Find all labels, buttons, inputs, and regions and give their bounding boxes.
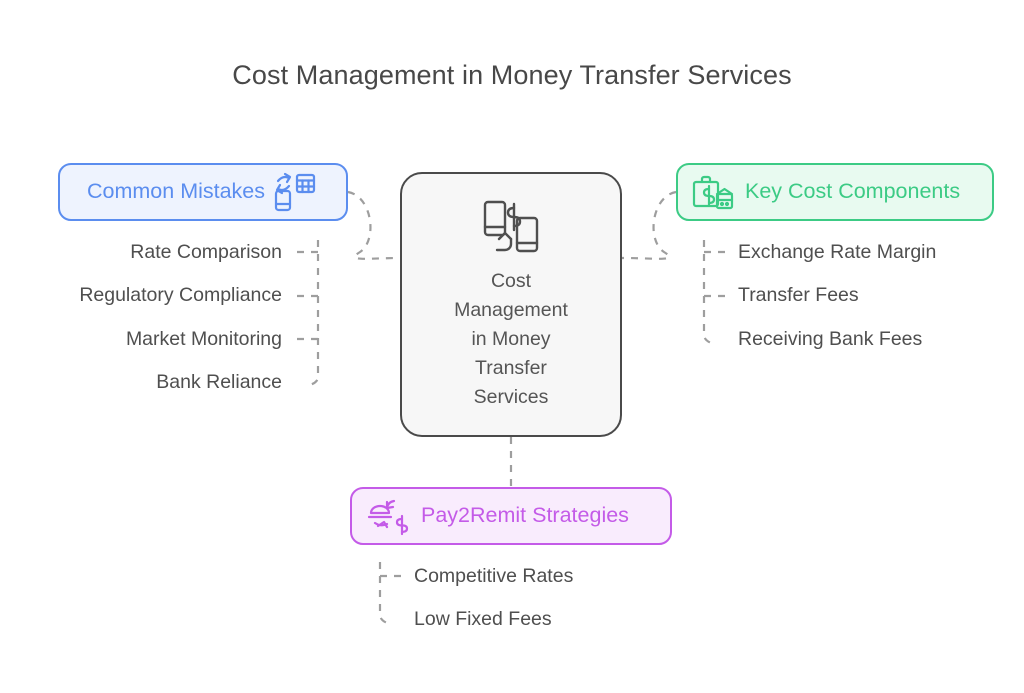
connector-center-to-common-mistakes bbox=[347, 190, 401, 260]
center-node[interactable]: Cost Management in Money Transfer Servic… bbox=[400, 172, 622, 437]
connector-center-to-key-cost-components bbox=[621, 190, 677, 260]
leaf-item-competitive-rates[interactable]: Competitive Rates bbox=[414, 565, 574, 587]
branch-node-pay2remit-strategies[interactable]: Pay2Remit Strategies bbox=[350, 487, 672, 545]
leaf-item-transfer-fees[interactable]: Transfer Fees bbox=[738, 284, 859, 306]
leaf-item-market-monitoring[interactable]: Market Monitoring bbox=[125, 328, 282, 350]
branch-label-pay2remit-strategies: Pay2Remit Strategies bbox=[421, 503, 629, 528]
center-node-label: Cost Management in Money Transfer Servic… bbox=[454, 269, 568, 408]
branch-label-key-cost-components: Key Cost Components bbox=[745, 179, 961, 204]
currency-exchange-icon bbox=[365, 496, 409, 536]
leaf-item-low-fixed-fees[interactable]: Low Fixed Fees bbox=[414, 608, 552, 630]
leaf-item-receiving-bank-fees[interactable]: Receiving Bank Fees bbox=[738, 328, 923, 350]
phone-exchange-calculator-icon bbox=[273, 172, 317, 212]
connector-left-spine bbox=[305, 240, 320, 388]
leaf-item-bank-reliance[interactable]: Bank Reliance bbox=[156, 371, 282, 393]
page-title: Cost Management in Money Transfer Servic… bbox=[232, 60, 792, 90]
branch-label-common-mistakes: Common Mistakes bbox=[87, 179, 266, 204]
leaf-item-exchange-rate-margin[interactable]: Exchange Rate Margin bbox=[738, 241, 937, 263]
connector-bottom-spine bbox=[378, 562, 393, 627]
connector-right-spine bbox=[702, 240, 717, 347]
mobile-money-transfer-icon bbox=[475, 198, 547, 259]
leaf-item-regulatory-compliance[interactable]: Regulatory Compliance bbox=[79, 284, 282, 306]
branch-node-key-cost-components[interactable]: Key Cost Components bbox=[676, 163, 994, 221]
leaf-item-rate-comparison[interactable]: Rate Comparison bbox=[130, 241, 282, 263]
money-bag-bank-icon bbox=[691, 172, 735, 212]
branch-node-common-mistakes[interactable]: Common Mistakes bbox=[58, 163, 348, 221]
